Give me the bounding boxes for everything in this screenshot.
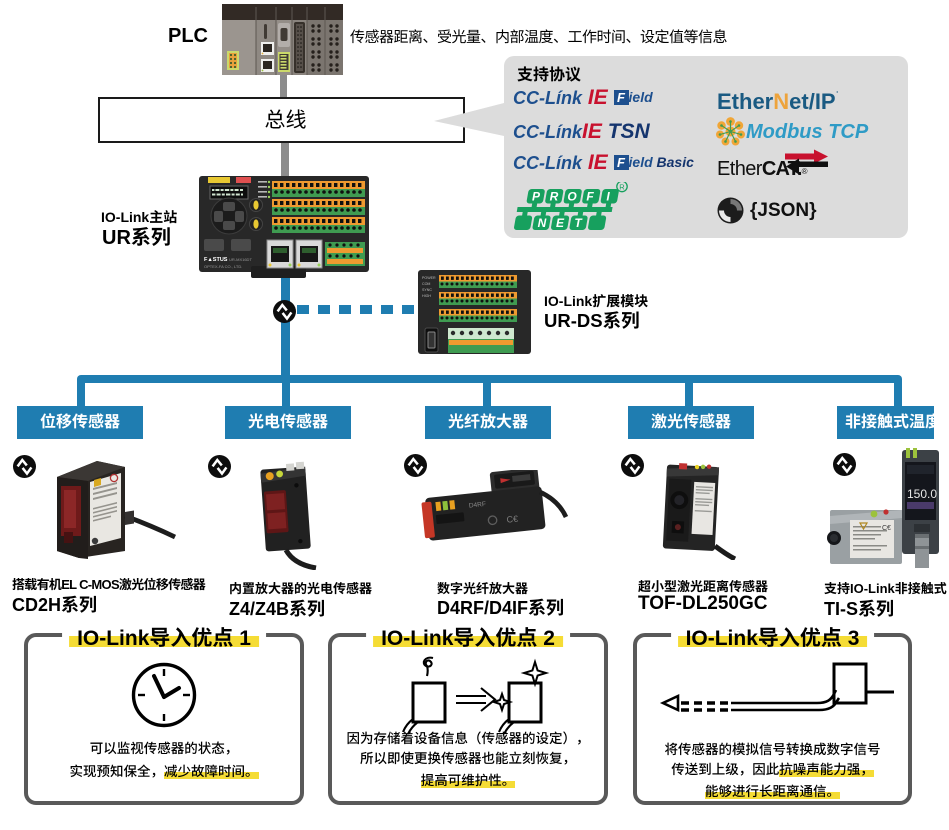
svg-text:C€: C€ [506,514,518,525]
svg-text:P: P [532,190,541,204]
svg-text:POWER: POWER [422,276,436,280]
svg-text:O: O [567,190,577,204]
svg-text:I: I [606,190,610,204]
svg-text:SYNC: SYNC [422,288,432,292]
svg-text:F▲STUS: F▲STUS [204,257,228,263]
svg-text:R: R [619,183,625,192]
svg-text:C€: C€ [882,525,891,532]
svg-text:E: E [556,216,565,230]
svg-text:N: N [538,216,547,230]
svg-text:R: R [550,190,559,204]
svg-text:UR-MX16DT: UR-MX16DT [229,257,252,262]
svg-text:T: T [574,216,583,230]
svg-text:HIGH: HIGH [422,294,431,298]
svg-text:F: F [586,190,594,204]
svg-text:COM: COM [422,282,430,286]
svg-text:D4RF: D4RF [469,501,487,510]
svg-text:OPTEX-FA CO., LTD.: OPTEX-FA CO., LTD. [204,264,242,269]
svg-text:150.0: 150.0 [907,487,937,501]
